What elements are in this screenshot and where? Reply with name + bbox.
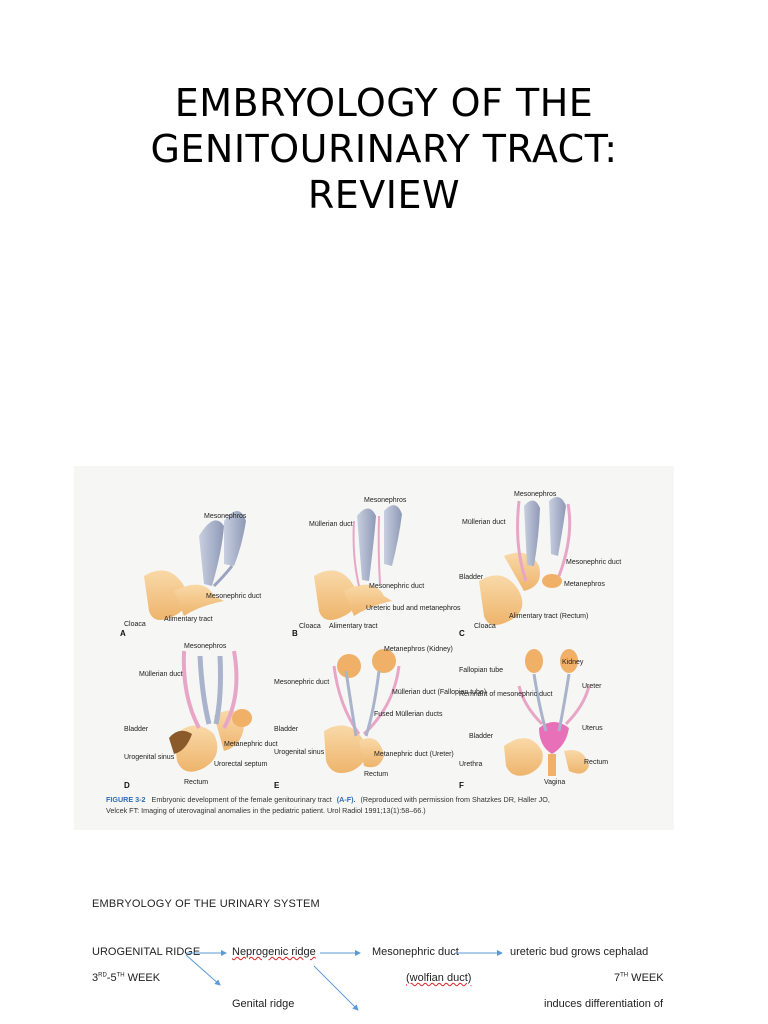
- label-f-urethra: Urethra: [459, 761, 482, 768]
- flow-neprogenic-ridge: Neprogenic ridge: [232, 946, 316, 958]
- label-b-mesonephros: Mesonephros: [364, 497, 407, 504]
- flow-ureteric-bud: ureteric bud grows cephalad: [510, 946, 649, 958]
- figure-caption-line-2: Velcek FT: Imaging of uterovaginal anoma…: [106, 806, 426, 815]
- label-d-urorectal: Urorectal septum: [214, 761, 267, 768]
- panel-d: [169, 650, 252, 772]
- label-a-mesonephros: Mesonephros: [204, 513, 247, 520]
- wolfian-word: (wolfian duct): [406, 972, 472, 984]
- label-e-bladder: Bladder: [274, 726, 299, 733]
- label-f-bladder: Bladder: [469, 733, 494, 740]
- flow-genital-ridge: Genital ridge: [232, 998, 295, 1010]
- urinary-system-heading: EMBRYOLOGY OF THE URINARY SYSTEM: [92, 898, 320, 910]
- label-c-mullerian: Müllerian duct: [462, 519, 506, 526]
- label-b-cloaca: Cloaca: [299, 623, 321, 630]
- label-e-metanephros: Metanephros (Kidney): [384, 646, 453, 653]
- flow-urogenital-ridge: UROGENITAL RIDGE: [92, 946, 201, 958]
- label-a-mesonephric-duct: Mesonephric duct: [206, 593, 261, 600]
- label-c-mesonephric: Mesonephric duct: [566, 559, 621, 566]
- label-c-mesonephros: Mesonephros: [514, 491, 557, 498]
- panel-letter-e: E: [274, 781, 280, 790]
- label-b-mesonephric: Mesonephric duct: [369, 583, 424, 590]
- label-a-alimentary: Alimentary tract: [164, 616, 213, 623]
- flow-arrows: [185, 950, 503, 1011]
- title-line-3: REVIEW: [307, 173, 461, 217]
- flow-week-3-5: 3RD-5TH WEEK: [92, 972, 160, 984]
- label-f-remnant: Remnant of mesonephric duct: [459, 691, 552, 698]
- figure-illustration: Mesonephros Mesonephric duct Cloaca Alim…: [106, 491, 621, 815]
- panel-letter-b: B: [292, 629, 298, 638]
- embryology-figure: Mesonephros Mesonephric duct Cloaca Alim…: [74, 466, 674, 830]
- title-line-2: GENITOURINARY TRACT:: [150, 127, 618, 171]
- label-f-rectum: Rectum: [584, 759, 608, 766]
- label-d-urogenital: Urogenital sinus: [124, 754, 175, 761]
- panel-letter-a: A: [120, 629, 126, 638]
- title-line-1: EMBRYOLOGY OF THE: [174, 81, 594, 125]
- label-c-metanephros: Metanephros: [564, 581, 605, 588]
- neprogenic-word: Neprogenic ridge: [232, 946, 316, 958]
- week-3: 3: [92, 972, 99, 984]
- panel-b: [314, 505, 402, 620]
- label-e-urogenital: Urogenital sinus: [274, 749, 325, 756]
- label-c-bladder: Bladder: [459, 574, 484, 581]
- label-d-metanephric: Metanephric duct: [224, 741, 278, 748]
- label-b-ureteric: Ureteric bud and metanephros: [366, 605, 461, 612]
- panel-c: [479, 497, 572, 625]
- label-f-kidney: Kidney: [562, 659, 584, 666]
- caption-figure-number: FIGURE 3-2: [106, 795, 146, 804]
- panel-e: [324, 649, 401, 774]
- arrow-ridge-to-genital: [185, 954, 221, 986]
- week-7-label: WEEK: [628, 972, 664, 984]
- week-3-sup: RD: [98, 972, 107, 979]
- label-e-mullerian: Müllerian duct (Fallopian tube): [392, 689, 486, 696]
- week-5: -5: [106, 972, 117, 984]
- flow-mesonephric-duct: Mesonephric duct: [372, 946, 459, 958]
- week-7: 7: [614, 972, 621, 984]
- panel-letter-f: F: [459, 781, 464, 790]
- label-f-uterus: Uterus: [582, 725, 603, 732]
- flow-week-7: 7TH WEEK: [614, 972, 664, 984]
- label-c-alimentary: Alimentary tract (Rectum): [509, 613, 588, 620]
- label-e-fused: Fused Müllerian ducts: [374, 711, 443, 718]
- panel-f: [504, 649, 591, 776]
- label-e-mesonephric: Mesonephric duct: [274, 679, 329, 686]
- slide-title: EMBRYOLOGY OF THE GENITOURINARY TRACT: R…: [0, 80, 768, 218]
- week-7-sup: TH: [620, 972, 629, 979]
- panel-letter-d: D: [124, 781, 130, 790]
- caption-source-1: (Reproduced with permission from Shatzke…: [361, 795, 550, 804]
- caption-ref: (A-F).: [337, 795, 356, 804]
- caption-text: Embryonic development of the female geni…: [152, 795, 332, 804]
- label-e-metanephric: Metanephric duct (Ureter): [374, 751, 454, 758]
- label-f-ureter: Ureter: [582, 683, 602, 690]
- flow-wolfian-duct: (wolfian duct): [406, 972, 471, 984]
- label-d-mesonephros: Mesonephros: [184, 643, 227, 650]
- panel-letter-c: C: [459, 629, 465, 638]
- label-d-rectum: Rectum: [184, 779, 208, 786]
- week-5-sup: TH: [116, 972, 125, 979]
- panel-a: [144, 511, 246, 620]
- label-a-cloaca: Cloaca: [124, 621, 146, 628]
- label-d-bladder: Bladder: [124, 726, 149, 733]
- label-b-mullerian: Müllerian duct: [309, 521, 353, 528]
- label-f-vagina: Vagina: [544, 779, 565, 786]
- flow-induces: induces differentiation of: [544, 998, 664, 1010]
- label-b-alimentary: Alimentary tract: [329, 623, 378, 630]
- figure-caption-line-1: FIGURE 3-2 Embryonic development of the …: [106, 795, 550, 804]
- label-f-fallopian: Fallopian tube: [459, 667, 503, 674]
- week-label: WEEK: [124, 972, 161, 984]
- label-d-mullerian: Müllerian duct: [139, 671, 183, 678]
- label-e-rectum: Rectum: [364, 771, 388, 778]
- label-c-cloaca: Cloaca: [474, 623, 496, 630]
- arrow-neprogenic-down: [313, 965, 359, 1011]
